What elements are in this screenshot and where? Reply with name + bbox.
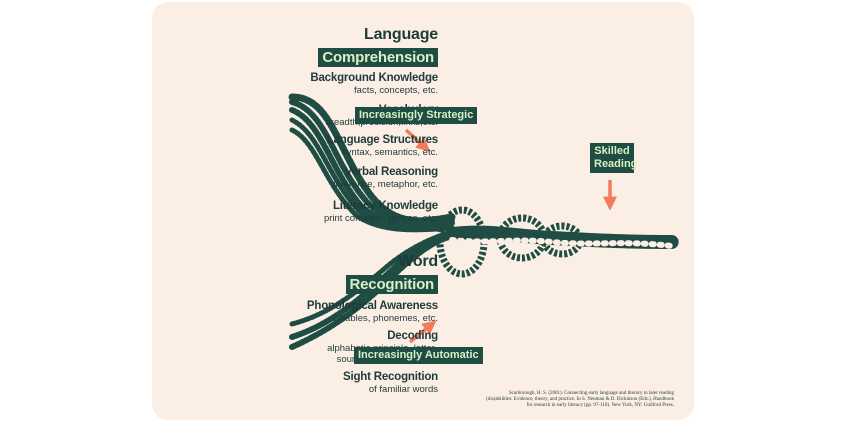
item-sight-recognition: Sight Recognition of familiar words: [343, 371, 438, 395]
arrow-automatic: [408, 320, 437, 344]
rope-braid: [445, 225, 679, 249]
item-verbal-reasoning: Verbal Reasoning inference, metaphor, et…: [333, 166, 438, 190]
tag-increasingly-strategic: Increasingly Strategic: [355, 107, 478, 124]
language-title: Language: [364, 26, 438, 43]
item-background-knowledge: Background Knowledge facts, concepts, et…: [310, 72, 438, 96]
upper-strands: [288, 93, 456, 233]
tag-increasingly-automatic: Increasingly Automatic: [354, 347, 483, 364]
comprehension-highlight: Comprehension: [318, 48, 438, 67]
item-language-structures: Language Structures syntax, semantics, e…: [326, 134, 438, 158]
item-literacy-knowledge: Literacy Knowledge print concepts, genre…: [323, 200, 438, 224]
citation: Scarborough, H. S. (2001). Connecting ea…: [486, 391, 674, 408]
tag-skilled-reading: Skilled Reading: [590, 143, 637, 173]
item-phonological-awareness: Phonological Awareness syllables, phonem…: [306, 300, 438, 324]
diagram-card: Language Comprehension Background Knowle…: [152, 2, 694, 420]
word-title: Word: [398, 253, 438, 270]
recognition-highlight: Recognition: [345, 275, 438, 294]
arrow-strategic: [404, 128, 431, 152]
